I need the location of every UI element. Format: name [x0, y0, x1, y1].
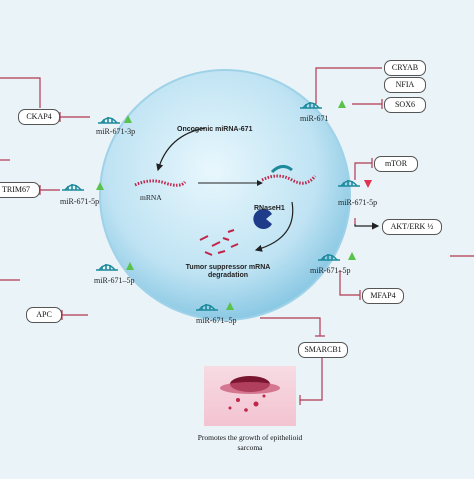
rnaseh1-enzyme — [253, 209, 272, 229]
target-mfap4: MFAP4 — [362, 288, 404, 304]
mrna-strand — [134, 179, 187, 187]
mirna-glyphs — [62, 102, 360, 311]
bound-mrna-strand — [261, 174, 317, 185]
cell-sphere — [99, 69, 351, 321]
mirna-label-left-top: miR-671-3p — [96, 127, 136, 136]
target-sox6: SOX6 — [384, 97, 426, 113]
mrna-label: mRNA — [140, 193, 162, 202]
epithelioid-sarcoma-image — [204, 366, 296, 426]
target-mtor: mTOR — [374, 156, 418, 172]
target-ckap4: CKAP4 — [18, 109, 60, 125]
mirna-label-left-bot: miR-671–5p — [94, 276, 135, 285]
inhibit-lines-left — [0, 77, 90, 320]
inner-arrow-degradation — [254, 201, 294, 252]
target-apc: APC — [26, 307, 62, 323]
bound-mirna-strand — [270, 165, 293, 174]
outcome-caption: Promotes the growth of epithelioid sarco… — [197, 433, 303, 452]
mirna-label-right-bot: miR-671–5p — [310, 266, 351, 275]
rnaseh1-label: RNaseH1 — [254, 205, 285, 212]
down-triangle-mtor — [364, 180, 372, 188]
target-akt-erk: AKT/ERK ½ — [382, 219, 442, 235]
inhibit-lines-right — [260, 67, 474, 405]
oncogenic-mirna-label: Oncogenic miRNA-671 — [177, 126, 253, 133]
target-trim67: TRIM67 — [0, 182, 40, 198]
target-cryab: CRYAB — [384, 60, 426, 76]
mirna-label-right-top: miR-671 — [300, 114, 329, 123]
target-nfia: NFIA — [384, 77, 426, 93]
target-smarcb1: SMARCB1 — [298, 342, 348, 358]
up-triangles — [96, 100, 356, 310]
mirna-label-left-mid: miR-671-5p — [60, 197, 100, 206]
inner-arrow-oncogenic — [156, 127, 206, 172]
activation-arrow-akt — [354, 222, 380, 230]
degradation-label: Tumor suppressor mRNA degradation — [185, 264, 271, 279]
mirna-label-right-mid: miR-671-5p — [338, 198, 378, 207]
mirna-label-bottom: miR-671–5p — [196, 316, 237, 325]
degraded-fragments — [199, 229, 239, 256]
